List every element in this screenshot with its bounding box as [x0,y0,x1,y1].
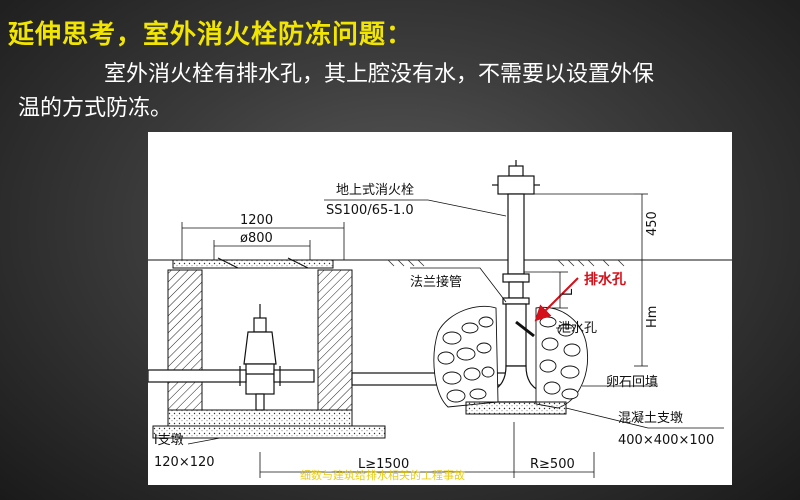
concrete-pad [465,401,567,415]
dim-bottom [259,422,595,478]
gravel-label: 卵石回填 [606,375,658,390]
dim-R: R≥500 [530,457,575,472]
body-line-2: 温的方式防冻。 [18,96,173,121]
dim-450: 450 [645,211,660,236]
dim-right [524,193,648,367]
left-support-size: 120×120 [154,455,215,470]
hydrant-model: SS100/65-1.0 [326,203,414,218]
hydrant-label: 地上式消火栓 [336,183,414,198]
concrete-label: 混凝土支墩 [618,410,683,426]
diagram-svg: 1200 ø800 [148,160,732,478]
concrete-size: 400×400×100 [618,433,714,448]
flange-label: 法兰接管 [410,274,462,290]
dim-l: L [561,288,576,296]
fire-hydrant [487,160,545,403]
ground-hatch [387,259,625,267]
drain-hole-arrow [534,277,579,322]
drain-hole-mark [515,320,535,338]
body-line-1: 室外消火栓有排水孔，其上腔没有水，不需要以设置外保 [104,62,655,87]
dim-1200: 1200 [240,213,273,228]
gravel-backfill [433,305,588,409]
dim-hm: Hm [645,306,660,328]
slide-body-text: 室外消火栓有排水孔，其上腔没有水，不需要以设置外保 温的方式防冻。 [18,58,788,126]
slide-title: 延伸思考，室外消火栓防冻问题： [8,20,414,50]
dim-L: L≥1500 [358,457,409,472]
drain-hole-label: 排水孔 [584,271,626,288]
dim-phi800: ø800 [240,231,273,246]
left-support-label: l支墩 [154,433,184,448]
leader-lines [187,199,724,445]
dim-well [181,222,345,260]
hydrant-installation-diagram: 1200 ø800 [148,132,732,485]
valve [243,304,277,411]
watermark-caption: 细数与建筑给排水相关的工程事故 [300,469,465,482]
relief-hole-label: 泄水孔 [558,321,597,336]
